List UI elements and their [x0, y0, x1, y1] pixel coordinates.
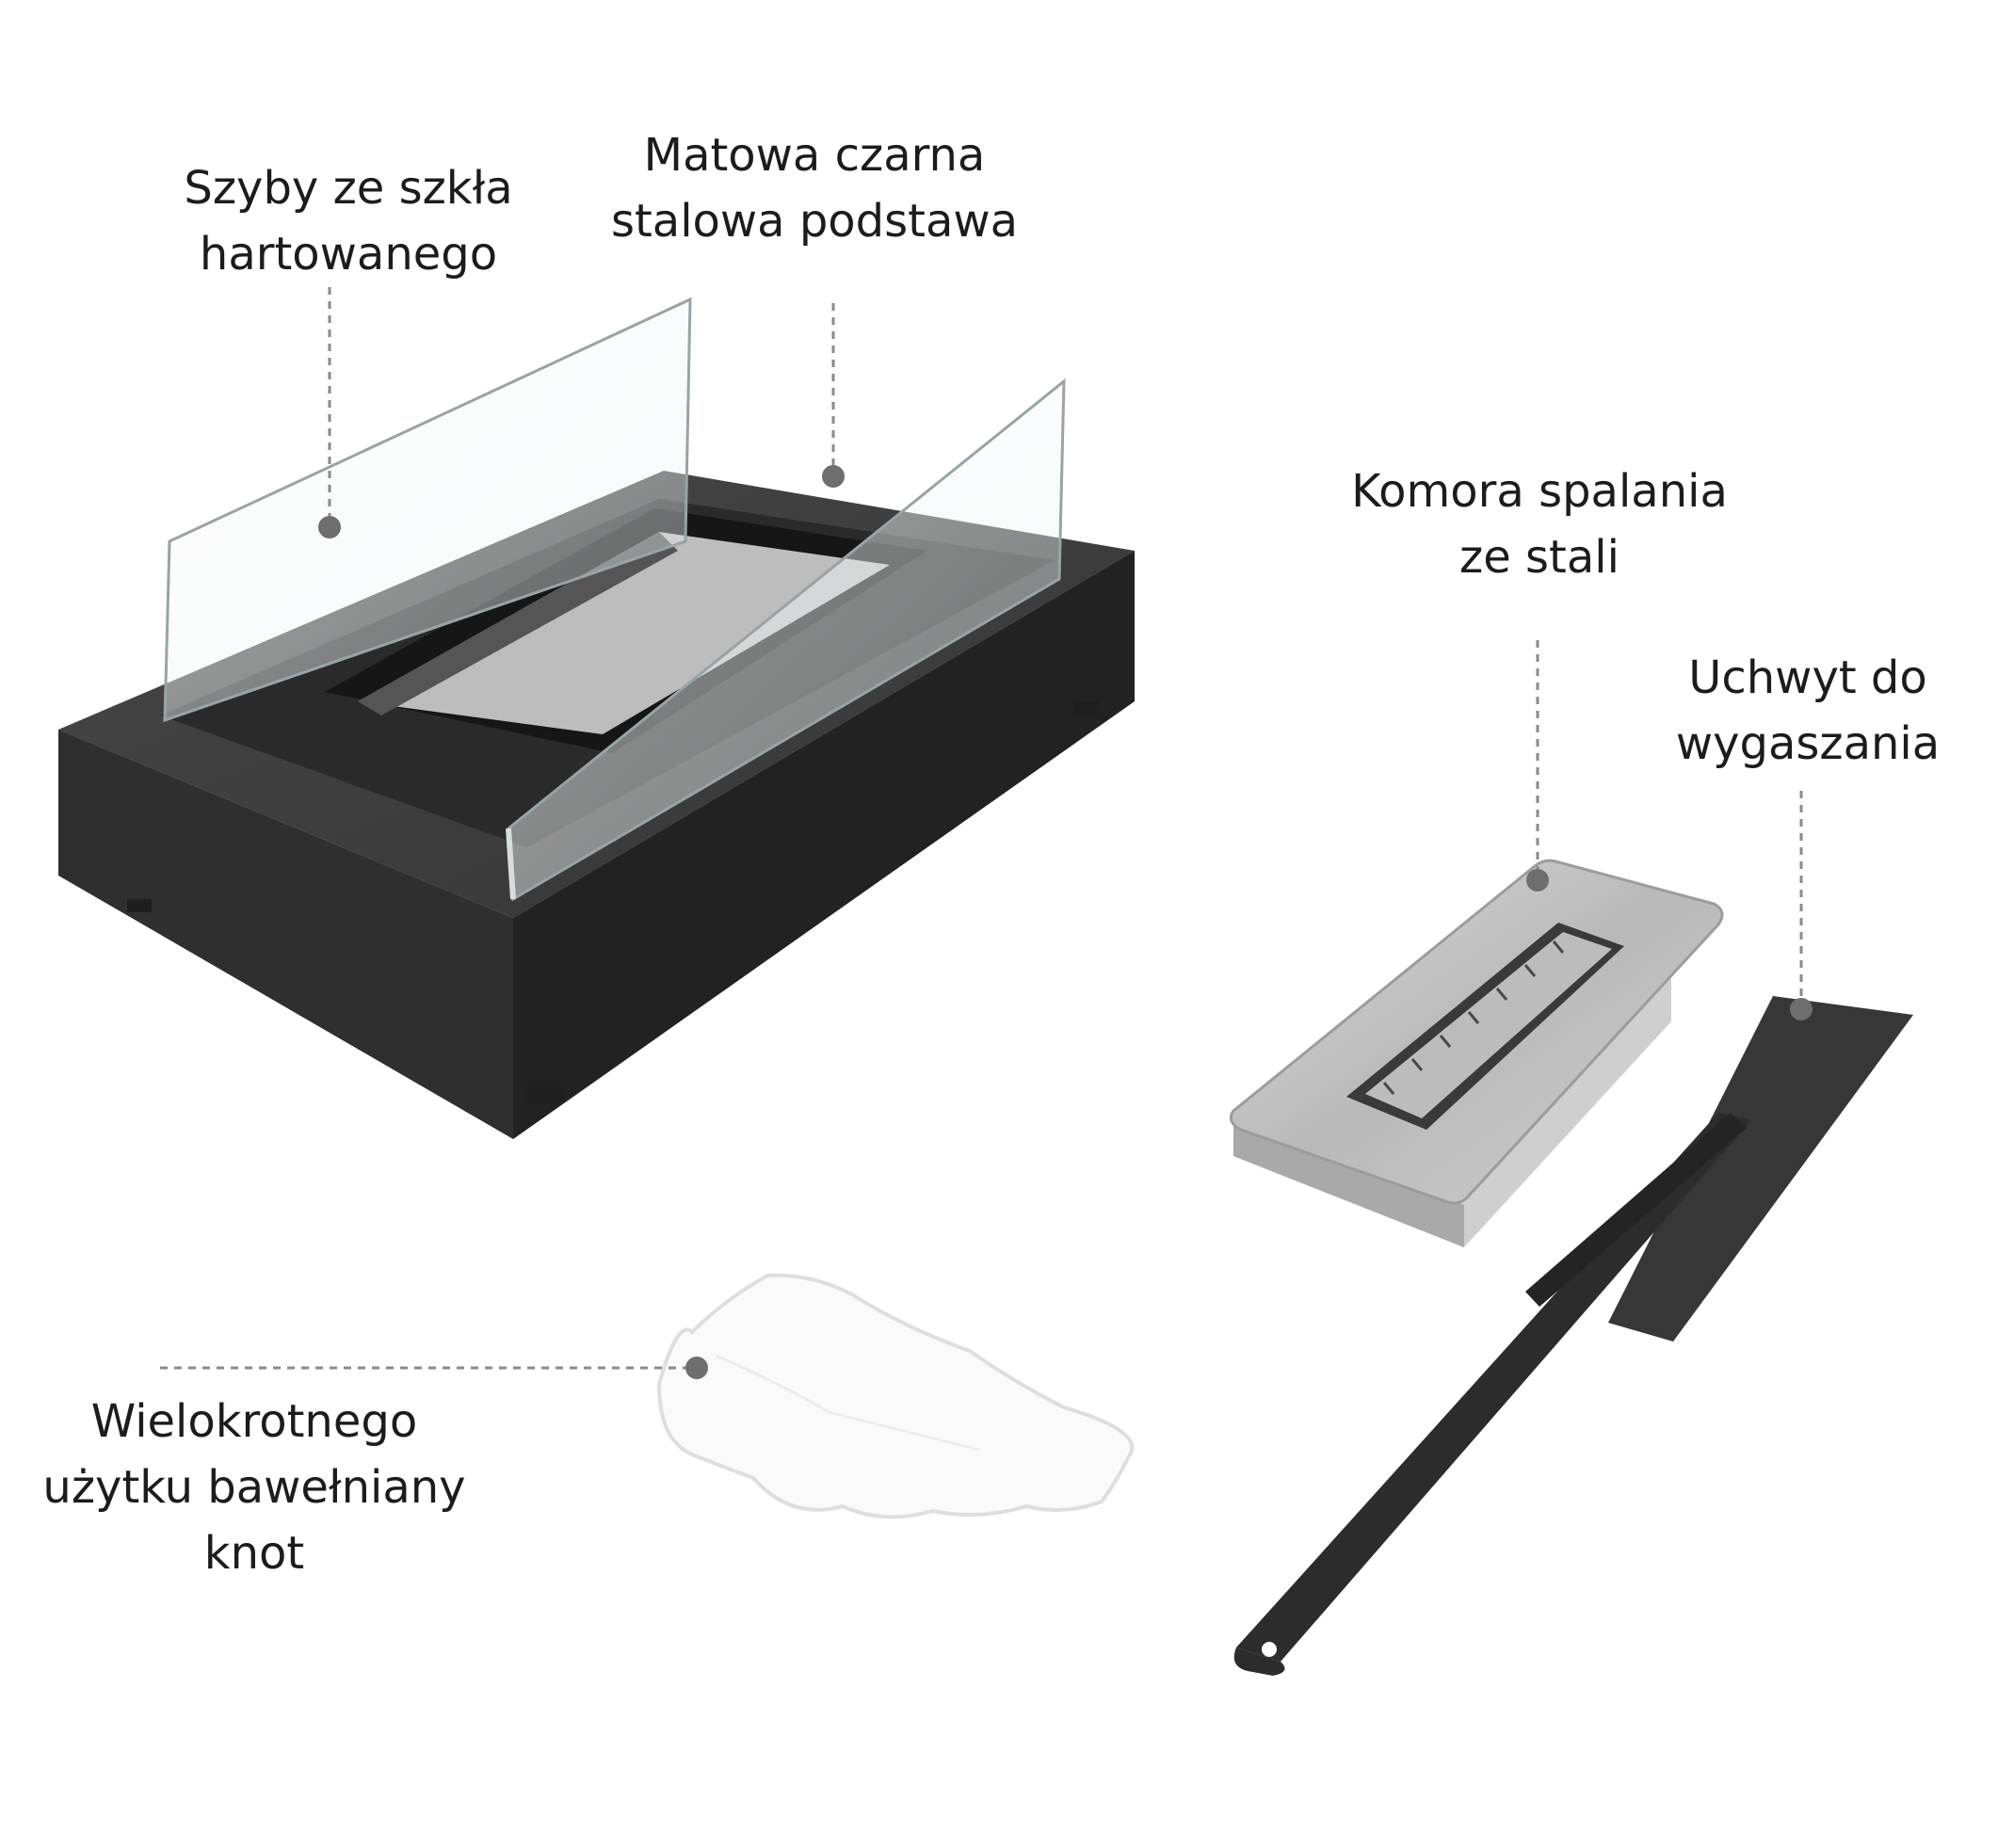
marker-dot [822, 465, 845, 488]
base-foot [1073, 701, 1098, 715]
handle-bracket [1525, 1113, 1747, 1307]
extinguishing-handle [1233, 996, 1913, 1676]
base-foot [127, 899, 152, 912]
label-wick-line2: użytku bawełniany [42, 1461, 466, 1514]
label-wick-line3: knot [203, 1527, 305, 1580]
marker-dot [318, 516, 341, 538]
wick-pad [656, 1273, 1135, 1519]
leader-lines [160, 287, 1803, 1370]
handle-bar [1236, 1113, 1751, 1662]
cotton-wick [656, 1273, 1135, 1519]
handle-hole [1262, 1642, 1277, 1657]
label-glass-line1: Szyby ze szkła [184, 162, 513, 215]
combustion-chamber [1229, 859, 1724, 1247]
chamber-insert-mesh [1382, 940, 1565, 1095]
leader-markers [318, 465, 1813, 1379]
base-burner-shadow [358, 532, 678, 715]
label-steel-base: Matowa czarna stalowa podstawa [603, 122, 1026, 254]
label-glass-line2: hartowanego [199, 228, 498, 281]
handle-plate [1608, 996, 1913, 1342]
label-base-line1: Matowa czarna [643, 129, 986, 182]
glass-panes [163, 297, 1066, 902]
label-glass-panes: Szyby ze szkła hartowanego [169, 155, 527, 287]
label-extinguishing-handle: Uchwyt do wygaszania [1667, 645, 1949, 777]
label-wick-line1: Wielokrotnego [90, 1395, 418, 1448]
handle-grip-end [1233, 1647, 1285, 1676]
base-foot [527, 1087, 565, 1102]
marker-dot [685, 1357, 708, 1379]
label-base-line2: stalowa podstawa [610, 195, 1019, 248]
label-handle-line2: wygaszania [1675, 717, 1941, 770]
base-burner-inner [358, 532, 890, 734]
base-side-face [513, 551, 1135, 1139]
label-cotton-wick: Wielokrotnego użytku bawełniany knot [38, 1389, 471, 1586]
label-chamber-line1: Komora spalania [1351, 465, 1728, 518]
marker-dot [1790, 998, 1813, 1020]
base-front-face [58, 730, 513, 1139]
glass-pane-back [163, 297, 692, 723]
label-chamber-line2: ze stali [1459, 531, 1619, 584]
label-handle-line1: Uchwyt do [1688, 651, 1927, 704]
marker-dot [1526, 869, 1549, 892]
label-combustion-chamber: Komora spalania ze stali [1337, 458, 1742, 590]
